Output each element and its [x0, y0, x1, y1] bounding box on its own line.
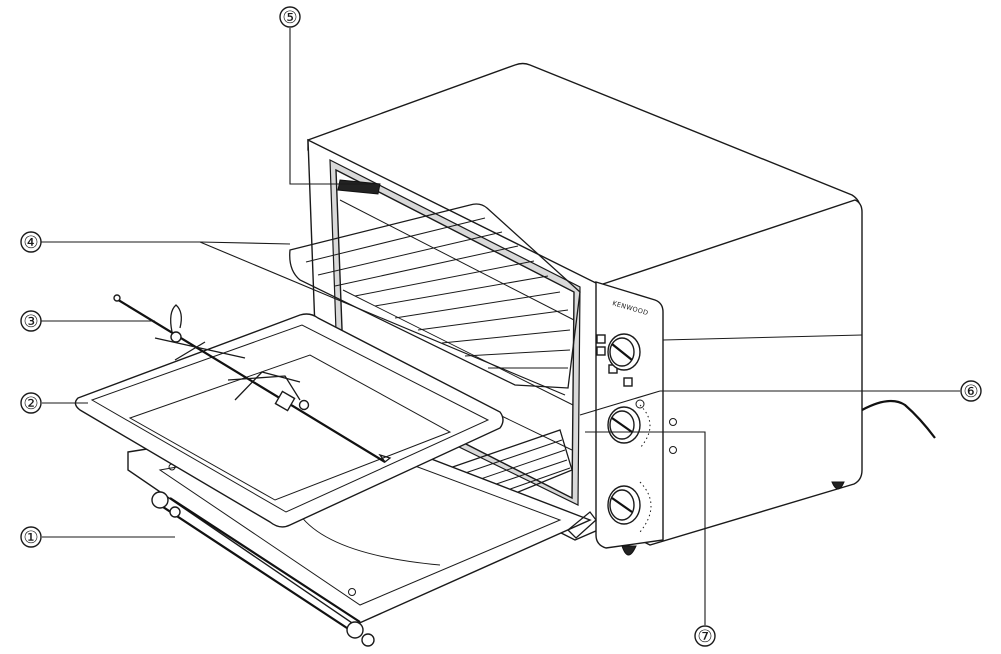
callout-4-label: ④	[23, 233, 38, 253]
function-knob[interactable]	[607, 333, 641, 371]
callout-4: ④	[20, 231, 42, 253]
callout-5-label: ⑤	[282, 8, 297, 28]
callout-6-label: ⑥	[963, 382, 978, 402]
callout-6: ⑥	[960, 380, 982, 402]
timer-knob[interactable]	[607, 404, 652, 533]
callout-1: ①	[20, 526, 42, 548]
rotisserie-spit	[113, 294, 392, 463]
callout-2: ②	[20, 392, 42, 414]
callout-7-label: ⑦	[697, 627, 712, 647]
indicator-light-icon	[596, 346, 606, 356]
callout-5: ⑤	[279, 6, 301, 28]
indicator-light-icon	[596, 334, 606, 344]
leader-lines	[40, 28, 960, 625]
callout-3-label: ③	[23, 312, 38, 332]
callout-3: ③	[20, 310, 42, 332]
power-cord	[861, 399, 936, 439]
callout-1-label: ①	[23, 528, 38, 548]
callout-2-label: ②	[23, 394, 38, 414]
baking-tray	[74, 313, 504, 528]
callout-7: ⑦	[694, 625, 716, 647]
indicator-light-icon	[623, 377, 633, 387]
